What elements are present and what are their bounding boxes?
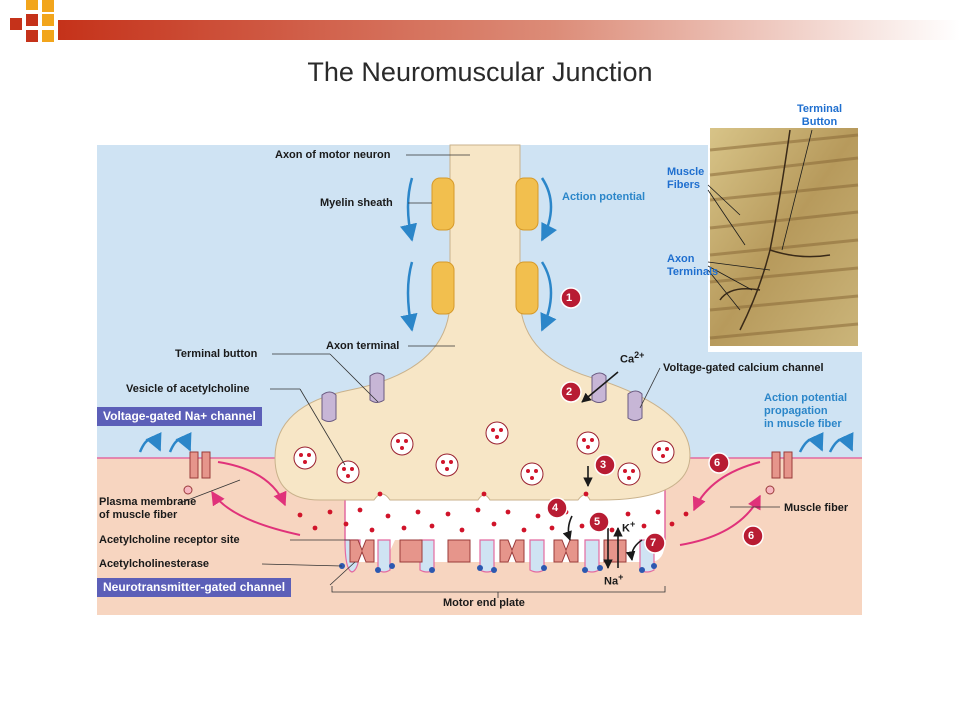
slide-title: The Neuromuscular Junction xyxy=(307,57,653,87)
label-ache: Acetylcholinesterase xyxy=(99,558,210,570)
header-bar xyxy=(58,20,960,40)
step-7: 7 xyxy=(650,537,657,549)
corner-square-5 xyxy=(10,18,22,30)
step-4: 4 xyxy=(552,502,559,514)
label-vesicle: Vesicle of acetylcholine xyxy=(126,383,250,395)
label-plasma-membrane: Plasma membrane of muscle fiber xyxy=(99,496,196,522)
na-text: Na xyxy=(604,575,619,588)
step-1: 1 xyxy=(566,292,573,304)
plasma-line-2: of muscle fiber xyxy=(99,509,178,521)
corner-square-2 xyxy=(42,0,54,12)
label-action-potential: Action potential xyxy=(562,191,646,203)
current-arrows xyxy=(211,461,761,546)
step-3: 3 xyxy=(600,459,607,471)
corner-square-3 xyxy=(26,14,38,26)
ca-charge: 2+ xyxy=(634,350,645,360)
plasma-line-1: Plasma membrane xyxy=(99,496,197,508)
label-nt-gated-channel: Neurotransmitter-gated channel xyxy=(97,578,292,597)
vesicle-contents xyxy=(299,428,669,480)
corner-square-4 xyxy=(42,14,54,26)
action-potential-arrows xyxy=(399,177,557,332)
label-ap-propagation: Action potential propagation in muscle f… xyxy=(764,392,847,431)
step-2: 2 xyxy=(566,386,573,398)
label-na-channel: Voltage-gated Na+ channel xyxy=(97,407,262,426)
photo-label-axon-terminals: Axon Terminals xyxy=(667,253,718,279)
corner-square-7 xyxy=(42,30,54,42)
muscle-ap-arrows xyxy=(138,432,854,453)
step-5: 5 xyxy=(594,516,601,528)
step-6a: 6 xyxy=(714,457,721,469)
photo-label-terminal-button: Terminal Button xyxy=(797,103,842,129)
step-6b: 6 xyxy=(748,530,755,542)
photo-mf-line-2: Fibers xyxy=(667,179,701,191)
step-badges xyxy=(546,287,764,554)
photo-mf-line-1: Muscle xyxy=(667,166,705,178)
ca-text: Ca xyxy=(620,353,635,366)
header-decoration xyxy=(10,0,960,42)
label-axon-motor-neuron: Axon of motor neuron xyxy=(275,149,391,161)
label-terminal-button: Terminal button xyxy=(175,348,258,360)
photo-fibers xyxy=(709,133,859,340)
muscle-fiber-region xyxy=(97,458,862,615)
leader-lines xyxy=(179,154,780,598)
na-charge: + xyxy=(618,572,624,582)
na-channels xyxy=(189,451,793,479)
label-ca-ion: Ca2+ xyxy=(620,349,644,367)
photo-at-line-2: Terminals xyxy=(667,266,719,278)
corner-square-1 xyxy=(26,0,38,10)
photo-label-muscle-fibers: Muscle Fibers xyxy=(667,166,704,192)
photo-at-line-1: Axon xyxy=(667,253,695,265)
ap-prop-line-2: propagation xyxy=(764,405,828,417)
vesicles xyxy=(293,421,675,486)
photo-frame xyxy=(710,128,858,346)
corner-square-6 xyxy=(26,30,38,42)
photo-tb-line-1: Terminal xyxy=(797,103,843,115)
label-na-ion: Na+ xyxy=(604,571,623,589)
ion-arrows xyxy=(562,371,643,569)
photo-tb-line-2: Button xyxy=(801,116,838,128)
ap-prop-line-1: Action potential xyxy=(764,392,848,404)
myelin-sheath xyxy=(431,177,539,315)
label-axon-terminal: Axon terminal xyxy=(326,340,400,352)
nt-gated-channels xyxy=(349,539,627,563)
ap-prop-line-3: in muscle fiber xyxy=(764,418,842,430)
k-text: K xyxy=(622,522,630,535)
label-myelin-sheath: Myelin sheath xyxy=(320,197,393,209)
photo-axons xyxy=(719,129,831,331)
label-muscle-fiber: Muscle fiber xyxy=(784,502,849,514)
label-k-ion: K+ xyxy=(622,518,635,536)
photo-leader-lines xyxy=(707,129,813,311)
label-ach-receptor: Acetylcholine receptor site xyxy=(99,534,240,546)
acetylcholine-molecules xyxy=(297,491,689,533)
calcium-channels xyxy=(321,372,643,422)
label-ca-channel: Voltage-gated calcium channel xyxy=(663,362,824,374)
k-charge: + xyxy=(629,519,636,529)
label-motor-end-plate: Motor end plate xyxy=(443,597,525,609)
